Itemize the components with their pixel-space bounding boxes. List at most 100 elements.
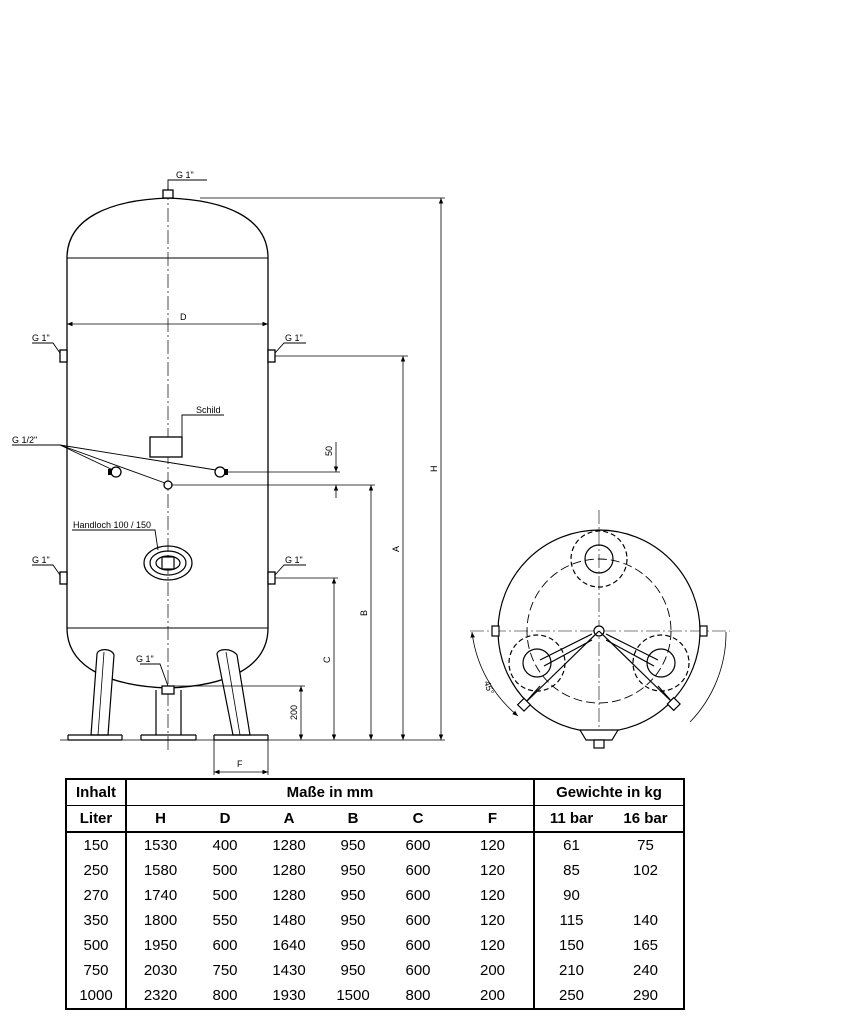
header-masse: Maße in mm	[126, 779, 535, 806]
label-g1-left-lower: G 1"	[32, 555, 50, 565]
cell-D: 400	[212, 837, 238, 854]
cell-C: 600	[405, 962, 431, 979]
label-dim-H: H	[429, 466, 439, 473]
cell-weight-11bar: 150	[558, 937, 585, 954]
label-g1-bottom: G 1"	[136, 654, 154, 664]
cell-C: 600	[405, 912, 431, 929]
cell-weight-16bar: 240	[632, 962, 659, 979]
col-header-F: F	[452, 805, 535, 833]
socket-g12-left	[110, 466, 122, 478]
cell-D: 600	[212, 937, 238, 954]
label-dim-D: D	[180, 312, 187, 322]
cell-weight-11bar: 210	[558, 962, 585, 979]
cell-liter: 500	[66, 933, 127, 958]
label-dim-200: 200	[289, 705, 299, 720]
cell-F: 120	[452, 832, 535, 858]
cell-A: 1480	[272, 912, 306, 929]
cell-A: 1280	[272, 837, 306, 854]
cell-A: 1640	[272, 937, 306, 954]
cell-H: 1800	[143, 912, 178, 929]
cell-C: 800	[405, 987, 431, 1004]
label-g1-right-upper: G 1"	[285, 333, 303, 343]
cell-liter: 350	[66, 908, 127, 933]
fitting-right-lower	[267, 571, 276, 585]
cell-A: 1280	[272, 887, 306, 904]
cell-weight-11bar: 115	[559, 912, 584, 929]
table-row: 250 1580 500 1280 950 600 120 85 102	[66, 858, 684, 883]
cell-B: 950	[340, 887, 366, 904]
cell-weight-16bar: 102	[632, 862, 659, 879]
cell-F: 120	[452, 858, 535, 883]
cell-B: 950	[340, 837, 366, 854]
cell-A: 1280	[272, 862, 306, 879]
cell-H: 2030	[143, 962, 178, 979]
col-header-B: B	[322, 805, 384, 833]
cell-B: 950	[340, 862, 366, 879]
cell-weight-11bar: 90	[563, 887, 580, 904]
tank-technical-drawing: G 1" G 1" G 1" G 1" G 1" G 1" G 1/2" Sch…	[12, 170, 730, 775]
label-g1-right-lower: G 1"	[285, 555, 303, 565]
label-schild: Schild	[196, 405, 221, 415]
tank-legs	[67, 649, 269, 741]
label-dim-F: F	[237, 759, 243, 769]
dimension-lines	[67, 197, 445, 775]
cell-H: 1580	[143, 862, 178, 879]
col-header-C: C	[384, 805, 452, 833]
cell-B: 1500	[336, 987, 370, 1004]
cell-D: 800	[212, 987, 238, 1004]
label-dim-C: C	[322, 656, 332, 663]
cell-D: 500	[212, 887, 238, 904]
socket-g12-center	[163, 480, 173, 490]
cell-liter: 750	[66, 958, 127, 983]
header-inhalt: Inhalt	[66, 779, 127, 806]
label-g1-top: G 1"	[176, 170, 194, 180]
foot-top	[570, 530, 628, 588]
tank-top-view	[470, 510, 730, 749]
cell-weight-16bar: 75	[637, 837, 654, 854]
cell-H: 1740	[143, 887, 178, 904]
handhole	[143, 545, 193, 581]
cell-weight-11bar: 85	[563, 862, 580, 879]
cell-B: 950	[340, 962, 366, 979]
cell-weight-16bar	[608, 883, 684, 908]
cell-A: 1430	[272, 962, 306, 979]
label-g1-left-upper: G 1"	[32, 333, 50, 343]
cell-liter: 1000	[66, 983, 127, 1009]
cell-B: 950	[340, 937, 366, 954]
label-dim-50: 50	[324, 446, 334, 456]
cell-liter: 250	[66, 858, 127, 883]
leader-lines	[12, 179, 306, 687]
col-header-H: H	[126, 805, 194, 833]
fitting-left-lower	[59, 571, 68, 585]
cell-H: 1950	[143, 937, 178, 954]
header-gewichte: Gewichte in kg	[534, 779, 685, 806]
fitting-top	[162, 189, 174, 199]
cell-F: 120	[452, 933, 535, 958]
fitting-right-upper	[267, 349, 276, 363]
cell-weight-16bar: 290	[632, 987, 659, 1004]
header-liter: Liter	[66, 805, 127, 833]
cell-H: 2320	[143, 987, 178, 1004]
cell-F: 200	[452, 983, 535, 1009]
cell-F: 120	[452, 883, 535, 908]
cell-F: 200	[452, 958, 535, 983]
cell-C: 600	[405, 887, 431, 904]
cell-C: 600	[405, 862, 431, 879]
cell-weight-11bar: 250	[558, 987, 585, 1004]
nameplate	[149, 436, 183, 458]
cell-C: 600	[405, 837, 431, 854]
cell-D: 500	[212, 862, 238, 879]
label-handloch: Handloch 100 / 150	[73, 520, 151, 530]
angle-arc	[470, 631, 519, 717]
cell-C: 600	[405, 937, 431, 954]
cell-D: 550	[212, 912, 238, 929]
col-header-A: A	[256, 805, 322, 833]
socket-g12-right	[214, 466, 226, 478]
cell-liter: 270	[66, 883, 127, 908]
cell-weight-16bar: 140	[632, 912, 659, 929]
